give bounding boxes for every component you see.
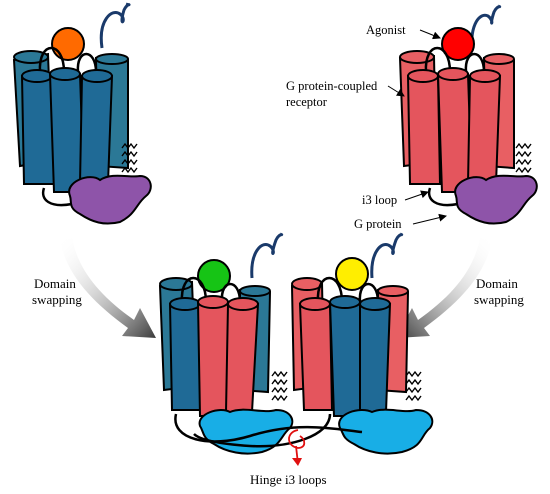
dimer-right-receptor [290, 232, 434, 455]
label-domain-swapping-right-2: swapping [474, 292, 524, 307]
g-protein-purple [454, 174, 538, 225]
receptor-top-left [12, 2, 152, 225]
ligand-red [441, 27, 475, 61]
label-agonist: Agonist [366, 23, 406, 37]
g-protein-purple [68, 174, 152, 225]
lipid-anchor [405, 370, 422, 402]
label-hinge-i3-loops: Hinge i3 loops [250, 472, 327, 487]
ligand-yellow [335, 257, 369, 291]
hinge-i3-loops [174, 413, 363, 466]
n-terminus-tail [250, 232, 284, 279]
ligand-green [197, 259, 231, 293]
label-gpcr-line2: receptor [286, 95, 328, 109]
label-domain-swapping-left-2: swapping [32, 292, 82, 307]
label-g-protein: G protein [354, 217, 402, 231]
receptor-top-right [398, 4, 538, 225]
label-domain-swapping-left-1: Domain [34, 276, 76, 291]
annotations: Agonist G protein-coupled receptor i3 lo… [286, 23, 447, 231]
n-terminus-tail [99, 2, 131, 49]
n-terminus-tail [370, 232, 404, 279]
g-protein-cyan [338, 408, 434, 455]
dimer-left-receptor [158, 232, 294, 455]
lipid-anchor [515, 142, 532, 174]
label-domain-swapping-right-1: Domain [476, 276, 518, 291]
lipid-anchor [121, 142, 138, 174]
front-helices [20, 67, 114, 193]
hinge-rotation-arrow [288, 429, 306, 449]
label-gpcr-line1: G protein-coupled [286, 79, 378, 93]
label-i3-loop: i3 loop [362, 193, 397, 207]
n-terminus-tail [470, 4, 502, 51]
arrow-left-domain-swapping [60, 238, 156, 338]
ligand-orange [51, 27, 85, 61]
g-protein-cyan [198, 408, 294, 455]
front-helices [406, 67, 502, 193]
lipid-anchor [271, 370, 288, 402]
